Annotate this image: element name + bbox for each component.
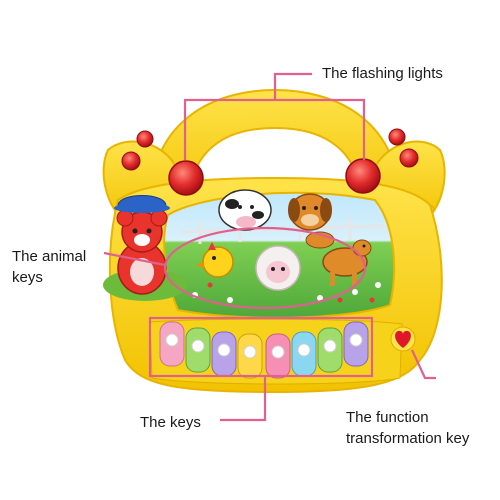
- label-keys: The keys: [140, 414, 201, 431]
- heart-button-icon[interactable]: [390, 326, 416, 352]
- label-animal-keys: The animal keys: [12, 246, 86, 288]
- label-function-key: The function transformation key: [346, 407, 469, 449]
- sheep-icon[interactable]: [255, 245, 301, 291]
- label-animal-keys-line1: The animal: [12, 248, 87, 265]
- callout-box-keys: [148, 316, 374, 378]
- flashing-light-left[interactable]: [168, 160, 204, 196]
- label-function-key-line1: The function: [346, 409, 429, 426]
- piano-keys: [159, 321, 369, 379]
- flashing-light-right[interactable]: [345, 158, 381, 194]
- label-function-key-line2: transformation key: [346, 430, 470, 447]
- cow-icon[interactable]: [218, 189, 272, 231]
- label-animal-keys-line2: keys: [12, 269, 43, 286]
- callout-annotations: [103, 72, 436, 422]
- flashing-lights: [121, 128, 419, 196]
- chick-icon[interactable]: [196, 242, 234, 278]
- callout-ellipse-animal-keys: [163, 226, 367, 310]
- horse-icon[interactable]: [322, 239, 372, 286]
- bear-figure[interactable]: [103, 195, 187, 302]
- label-flashing-lights: The flashing lights: [322, 65, 443, 82]
